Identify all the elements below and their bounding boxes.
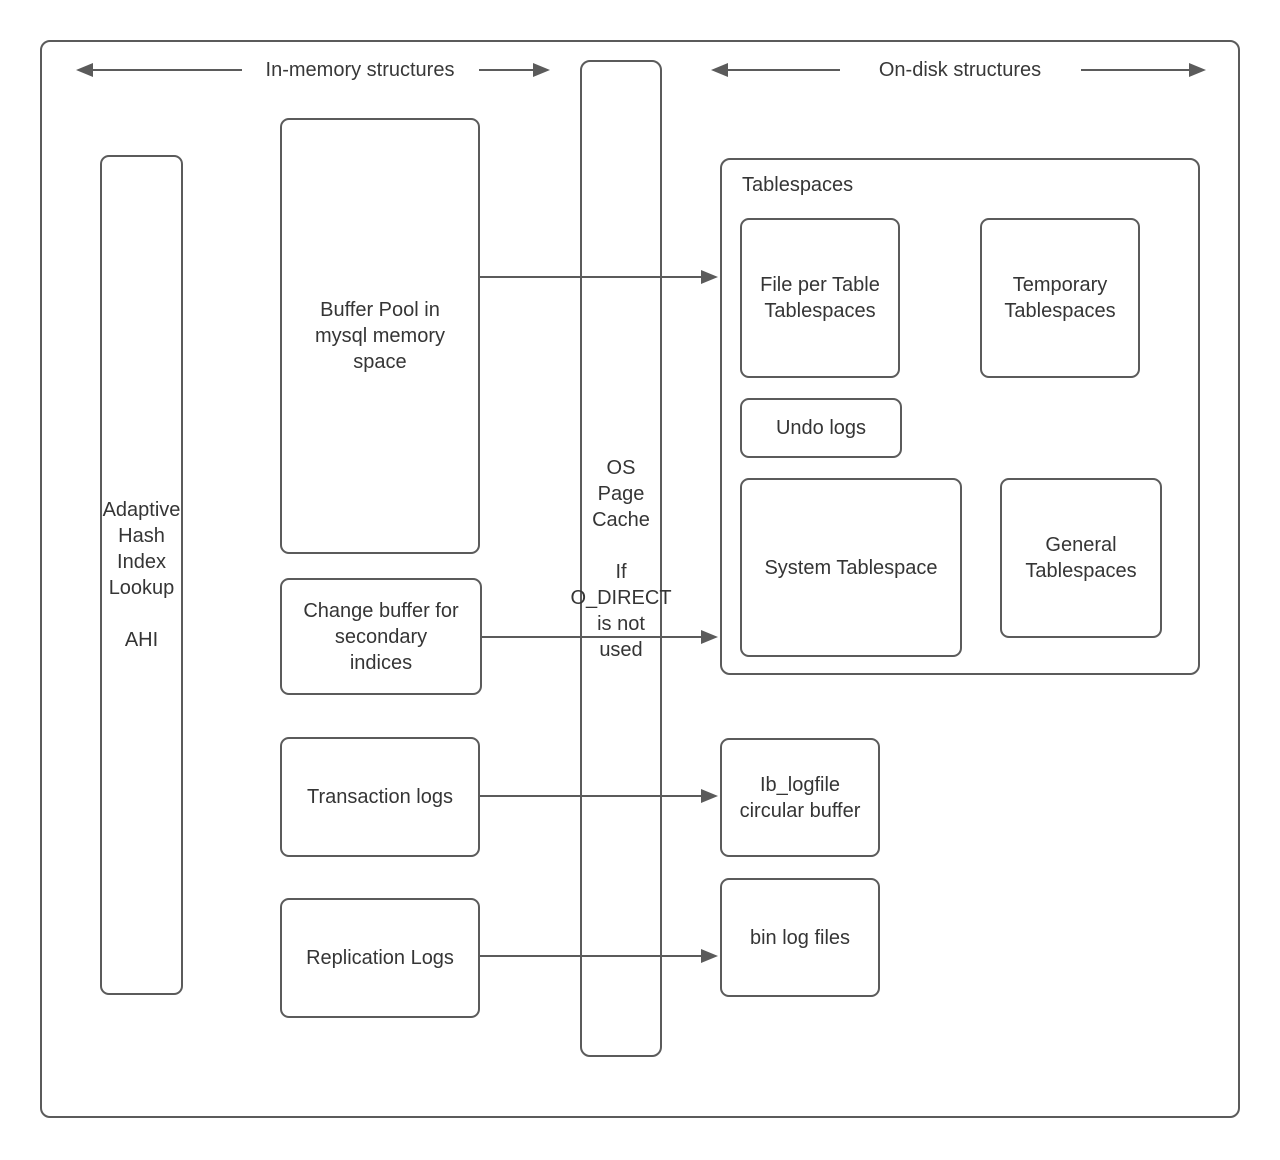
on-disk-left-arrowhead-icon: [711, 63, 728, 77]
undo-logs-box: Undo logs: [740, 398, 902, 458]
system-tablespace-box: System Tablespace: [740, 478, 962, 657]
edge-replication-logs-to-bin-log-arrowhead-icon: [701, 949, 718, 963]
ib-logfile-box: Ib_logfile circular buffer: [720, 738, 880, 857]
temporary-tablespaces-box: Temporary Tablespaces: [980, 218, 1140, 378]
bin-log-files-box: bin log files: [720, 878, 880, 997]
adaptive-hash-index-box: Adaptive Hash Index Lookup AHI: [100, 155, 183, 995]
transaction-logs-box: Transaction logs: [280, 737, 480, 857]
in-memory-right-arrow-line: [479, 69, 534, 71]
tablespaces-container-label: Tablespaces: [742, 174, 854, 196]
change-buffer-box: Change buffer for secondary indices: [280, 578, 482, 695]
replication-logs-box: Replication Logs: [280, 898, 480, 1018]
file-per-table-tablespaces-box: File per Table Tablespaces: [740, 218, 900, 378]
edge-buffer-pool-to-tablespaces-arrowhead-icon: [701, 270, 718, 284]
in-memory-left-arrow-line: [92, 69, 242, 71]
in-memory-left-arrowhead-icon: [76, 63, 93, 77]
edge-transaction-logs-to-ib-logfile-arrowhead-icon: [701, 789, 718, 803]
on-disk-right-arrowhead-icon: [1189, 63, 1206, 77]
buffer-pool-box: Buffer Pool in mysql memory space: [280, 118, 480, 554]
on-disk-right-arrow-line: [1081, 69, 1190, 71]
on-disk-header-label: On-disk structures: [878, 59, 1042, 81]
edge-replication-logs-to-bin-log-line: [480, 955, 702, 957]
edge-change-buffer-to-tablespaces-arrowhead-icon: [701, 630, 718, 644]
os-page-cache-box: OS Page Cache If O_DIRECT is not used: [570, 60, 672, 1057]
in-memory-right-arrowhead-icon: [533, 63, 550, 77]
general-tablespaces-box: General Tablespaces: [1000, 478, 1162, 638]
edge-transaction-logs-to-ib-logfile-line: [480, 795, 702, 797]
edge-change-buffer-to-tablespaces-line: [482, 636, 702, 638]
edge-buffer-pool-to-tablespaces-line: [480, 276, 702, 278]
on-disk-left-arrow-line: [727, 69, 840, 71]
in-memory-header-label: In-memory structures: [265, 59, 455, 81]
